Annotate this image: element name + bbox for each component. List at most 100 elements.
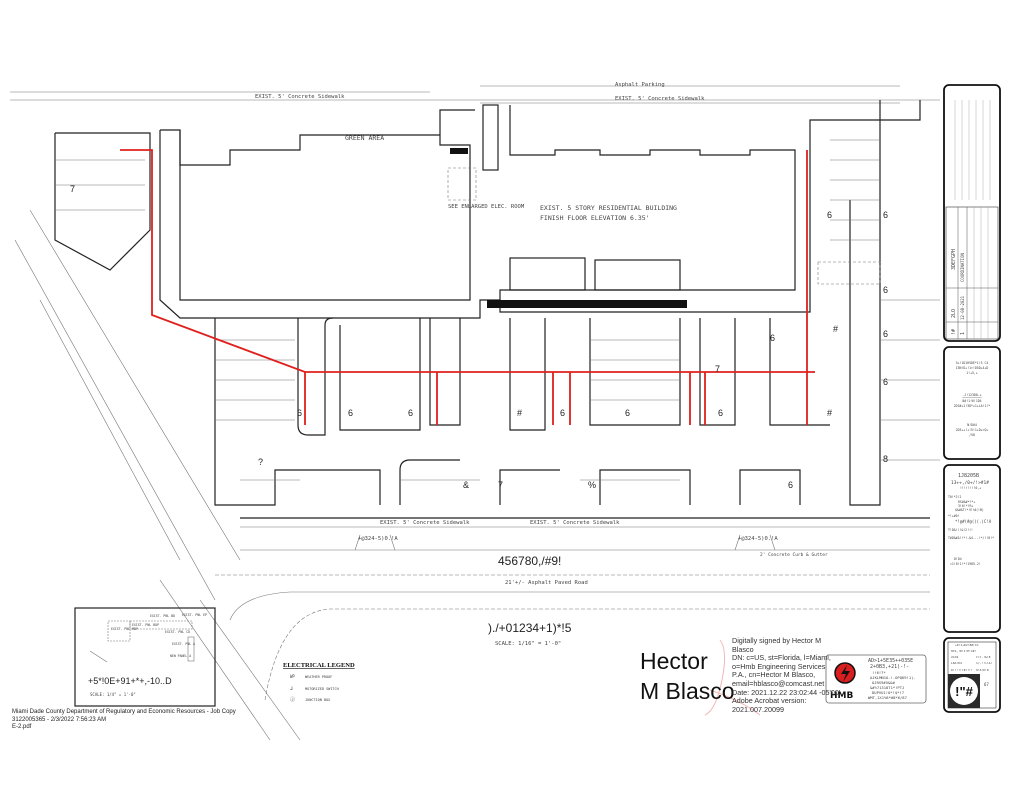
parking-numbers: 7 6 6 6 ? 6 6 6 # 6 6 6 7 & 7 % 6 6 6 # … [70, 184, 888, 490]
plan-title: )./+01234+1)*!5 [488, 621, 572, 635]
sheet-info: 9!6!D!8 [976, 668, 989, 672]
weather-proof-symbol: WP [290, 674, 295, 679]
finish-floor-label: FINISH FLOOR ELEVATION 6.35' [540, 214, 650, 222]
panel-label: EXIST. PNL BD [150, 614, 175, 618]
sheet-of: 67 [984, 682, 989, 687]
parking-count: 6 [625, 408, 630, 418]
parking-count: 8 [883, 454, 888, 464]
firm-stamp: HMB AD>1+5E35++035E 2+0B3,+21)-!- !!6!7*… [825, 654, 927, 704]
sheet-info: 2LO4 [951, 655, 958, 659]
signature-line: Adobe Acrobat version: [732, 696, 807, 706]
firm-line: WMT,1X1%8*#8*6/87 [868, 695, 907, 700]
project-line: /58 [969, 433, 975, 437]
sheet-info: +0!1+D2!8#!C% [955, 643, 979, 647]
parking-count: 6 [560, 408, 565, 418]
acrobat-signature-mark [704, 639, 761, 716]
electrical-legend: ELECTRICAL LEGEND WP WEATHER PROOF ⅃ MOT… [283, 662, 355, 703]
parking-count: # [827, 408, 832, 418]
sheet-info: 1/-!!>!&! [976, 661, 992, 665]
panel-label: EXIST. PNL CD [165, 630, 190, 634]
sidewalk-label: EXIST. 5' Concrete Sidewalk [530, 520, 620, 526]
street-name: 456780,/#9! [498, 554, 561, 568]
green-area-label: GREEN AREA [345, 134, 384, 142]
signature-line: o=Hmb Engineering Services [732, 661, 826, 671]
sidewalk-label: EXIST. 5' Concrete Sidewalk [255, 94, 345, 100]
project-line: 8#!1!6!1D4 [962, 399, 981, 403]
enlarged-elec-room-inset: EXIST. PNL MDP EXIST. PNL BOP EXIST. PNL… [74, 607, 216, 707]
owner-line: 13++,/0+/!>#1# [951, 480, 989, 486]
panel-label: NEW PANEL A [170, 654, 191, 658]
owner-line: !!!!!!!!0,+ [960, 486, 981, 490]
owner-line: *!@#(#@()(.)C!A [955, 519, 992, 524]
rev-cell: COORDINATION [960, 253, 965, 282]
owner-line: T!D&!!!&!2!!! [948, 528, 973, 532]
driveway-label: +@324-5)0.!A [738, 536, 778, 542]
signature-line: DN: c=US, st=Florida, l=Miami, [732, 653, 831, 663]
parking-count: 6 [718, 408, 723, 418]
road-label: 21'+/- Asphalt Paved Road [505, 580, 588, 586]
panel-label: EXIST. PNL BOP [132, 623, 159, 627]
parking-count: & [463, 480, 469, 490]
panel-label: EXIST. PNL MDP [111, 627, 138, 631]
parking-count: 6 [883, 210, 888, 220]
project-line: 5+!1D1H5DE*1!5 C4 [956, 361, 989, 365]
signature-line: Digitally signed by Hector M [732, 636, 822, 645]
site-linework [10, 85, 940, 741]
parking-count: % [588, 480, 596, 490]
firm-line: 2+0B3,+21)-!- [870, 664, 909, 670]
sheet-info: 6!!!!!!#!!!! [951, 668, 973, 672]
parking-count: ? [258, 457, 263, 467]
owner-line: $&#&T!*!E!#(!B) [955, 508, 984, 512]
firm-line: OJRS9#5&&# [872, 680, 896, 685]
title-block: !# 2LO 3DEFGPH 1 12-08-2021 COORDINATION… [943, 84, 1001, 713]
sheet-info: C!C.!&!8 [976, 655, 991, 659]
rev-header: 2LO [951, 309, 957, 318]
firm-line: !!6!7* [872, 670, 886, 675]
legend-item-label: JUNCTION BOX [305, 698, 331, 702]
project-line: 1!+5,+ [966, 371, 978, 375]
inset-scale: SCALE: 1/4" = 1'-0" [90, 692, 136, 697]
owner-line: T0!*2!2 [948, 495, 962, 499]
motorized-switch-icon: ⅃ [290, 686, 293, 692]
panel-label: EXIST. PNL EP [182, 613, 207, 617]
parking-count: 6 [348, 408, 353, 418]
driveway-label: +@324-5)0.!A [358, 536, 398, 542]
legend-item-label: MOTORIZED SWITCH [305, 687, 339, 691]
signature-line: Date: 2021.12.22 23:02:44 -05'00' [732, 687, 841, 697]
building-label: EXIST. 5 STORY RESIDENTIAL BUILDING [540, 204, 677, 212]
panel-label: EXIST. PNL A [172, 642, 195, 646]
legend-title: ELECTRICAL LEGEND [283, 662, 355, 669]
project-line: -J!123D0-+ [962, 393, 981, 397]
signer-last-name: M Blasco [640, 678, 735, 704]
job-copy-footer: Miami Dade County Department of Regulato… [12, 709, 236, 732]
hmb-logo-text: HMB [830, 691, 853, 701]
signer-first-name: Hector [640, 648, 708, 674]
signature-line: P.A., cn=Hector M Blasco, [732, 670, 816, 680]
sheet-number: !"# [955, 684, 973, 699]
owner-line: =1!0!1!*!1985.2! [950, 562, 981, 566]
legend-item-label: WEATHER PROOF [305, 675, 332, 679]
parking-count: 7 [70, 184, 75, 194]
parking-count: 7 [715, 364, 720, 374]
owner-line: RS#&#*!*+ [958, 500, 975, 504]
parking-count: 6 [827, 210, 832, 220]
curb-label: 2' Concrete Curb & Gutter [760, 552, 828, 558]
plan-scale: SCALE: 1/16" = 1'-0" [495, 641, 561, 647]
project-line: N!D04 [967, 423, 977, 427]
sheet-info: HCS,!D!1!P!C#! [951, 649, 976, 653]
parking-count: 6 [408, 408, 413, 418]
project-line: I5N!D+!1>!D5D+4+D [956, 366, 989, 370]
parking-count: 6 [883, 285, 888, 295]
elec-room-label: SEE ENLARGED ELEC. ROOM [448, 204, 525, 210]
rev-cell: 12-08-2021 [960, 295, 965, 320]
inset-title: +5*!0E+91+*+,-10..D [88, 676, 172, 686]
signature-line: 2021.007.20099 [732, 704, 784, 714]
footer-line: E-2.pdf [12, 724, 32, 730]
conduit-run [120, 149, 815, 425]
project-line: 2D3#+1!3D*+1+LA!1!* [954, 404, 991, 408]
parking-count: 6 [770, 333, 775, 343]
owner-line: D!D4 [954, 557, 962, 561]
sidewalk-label: EXIST. 5' Concrete Sidewalk [615, 96, 705, 102]
parking-count: 6 [297, 408, 302, 418]
firm-line: AD>1+5E35++035E [868, 658, 913, 664]
